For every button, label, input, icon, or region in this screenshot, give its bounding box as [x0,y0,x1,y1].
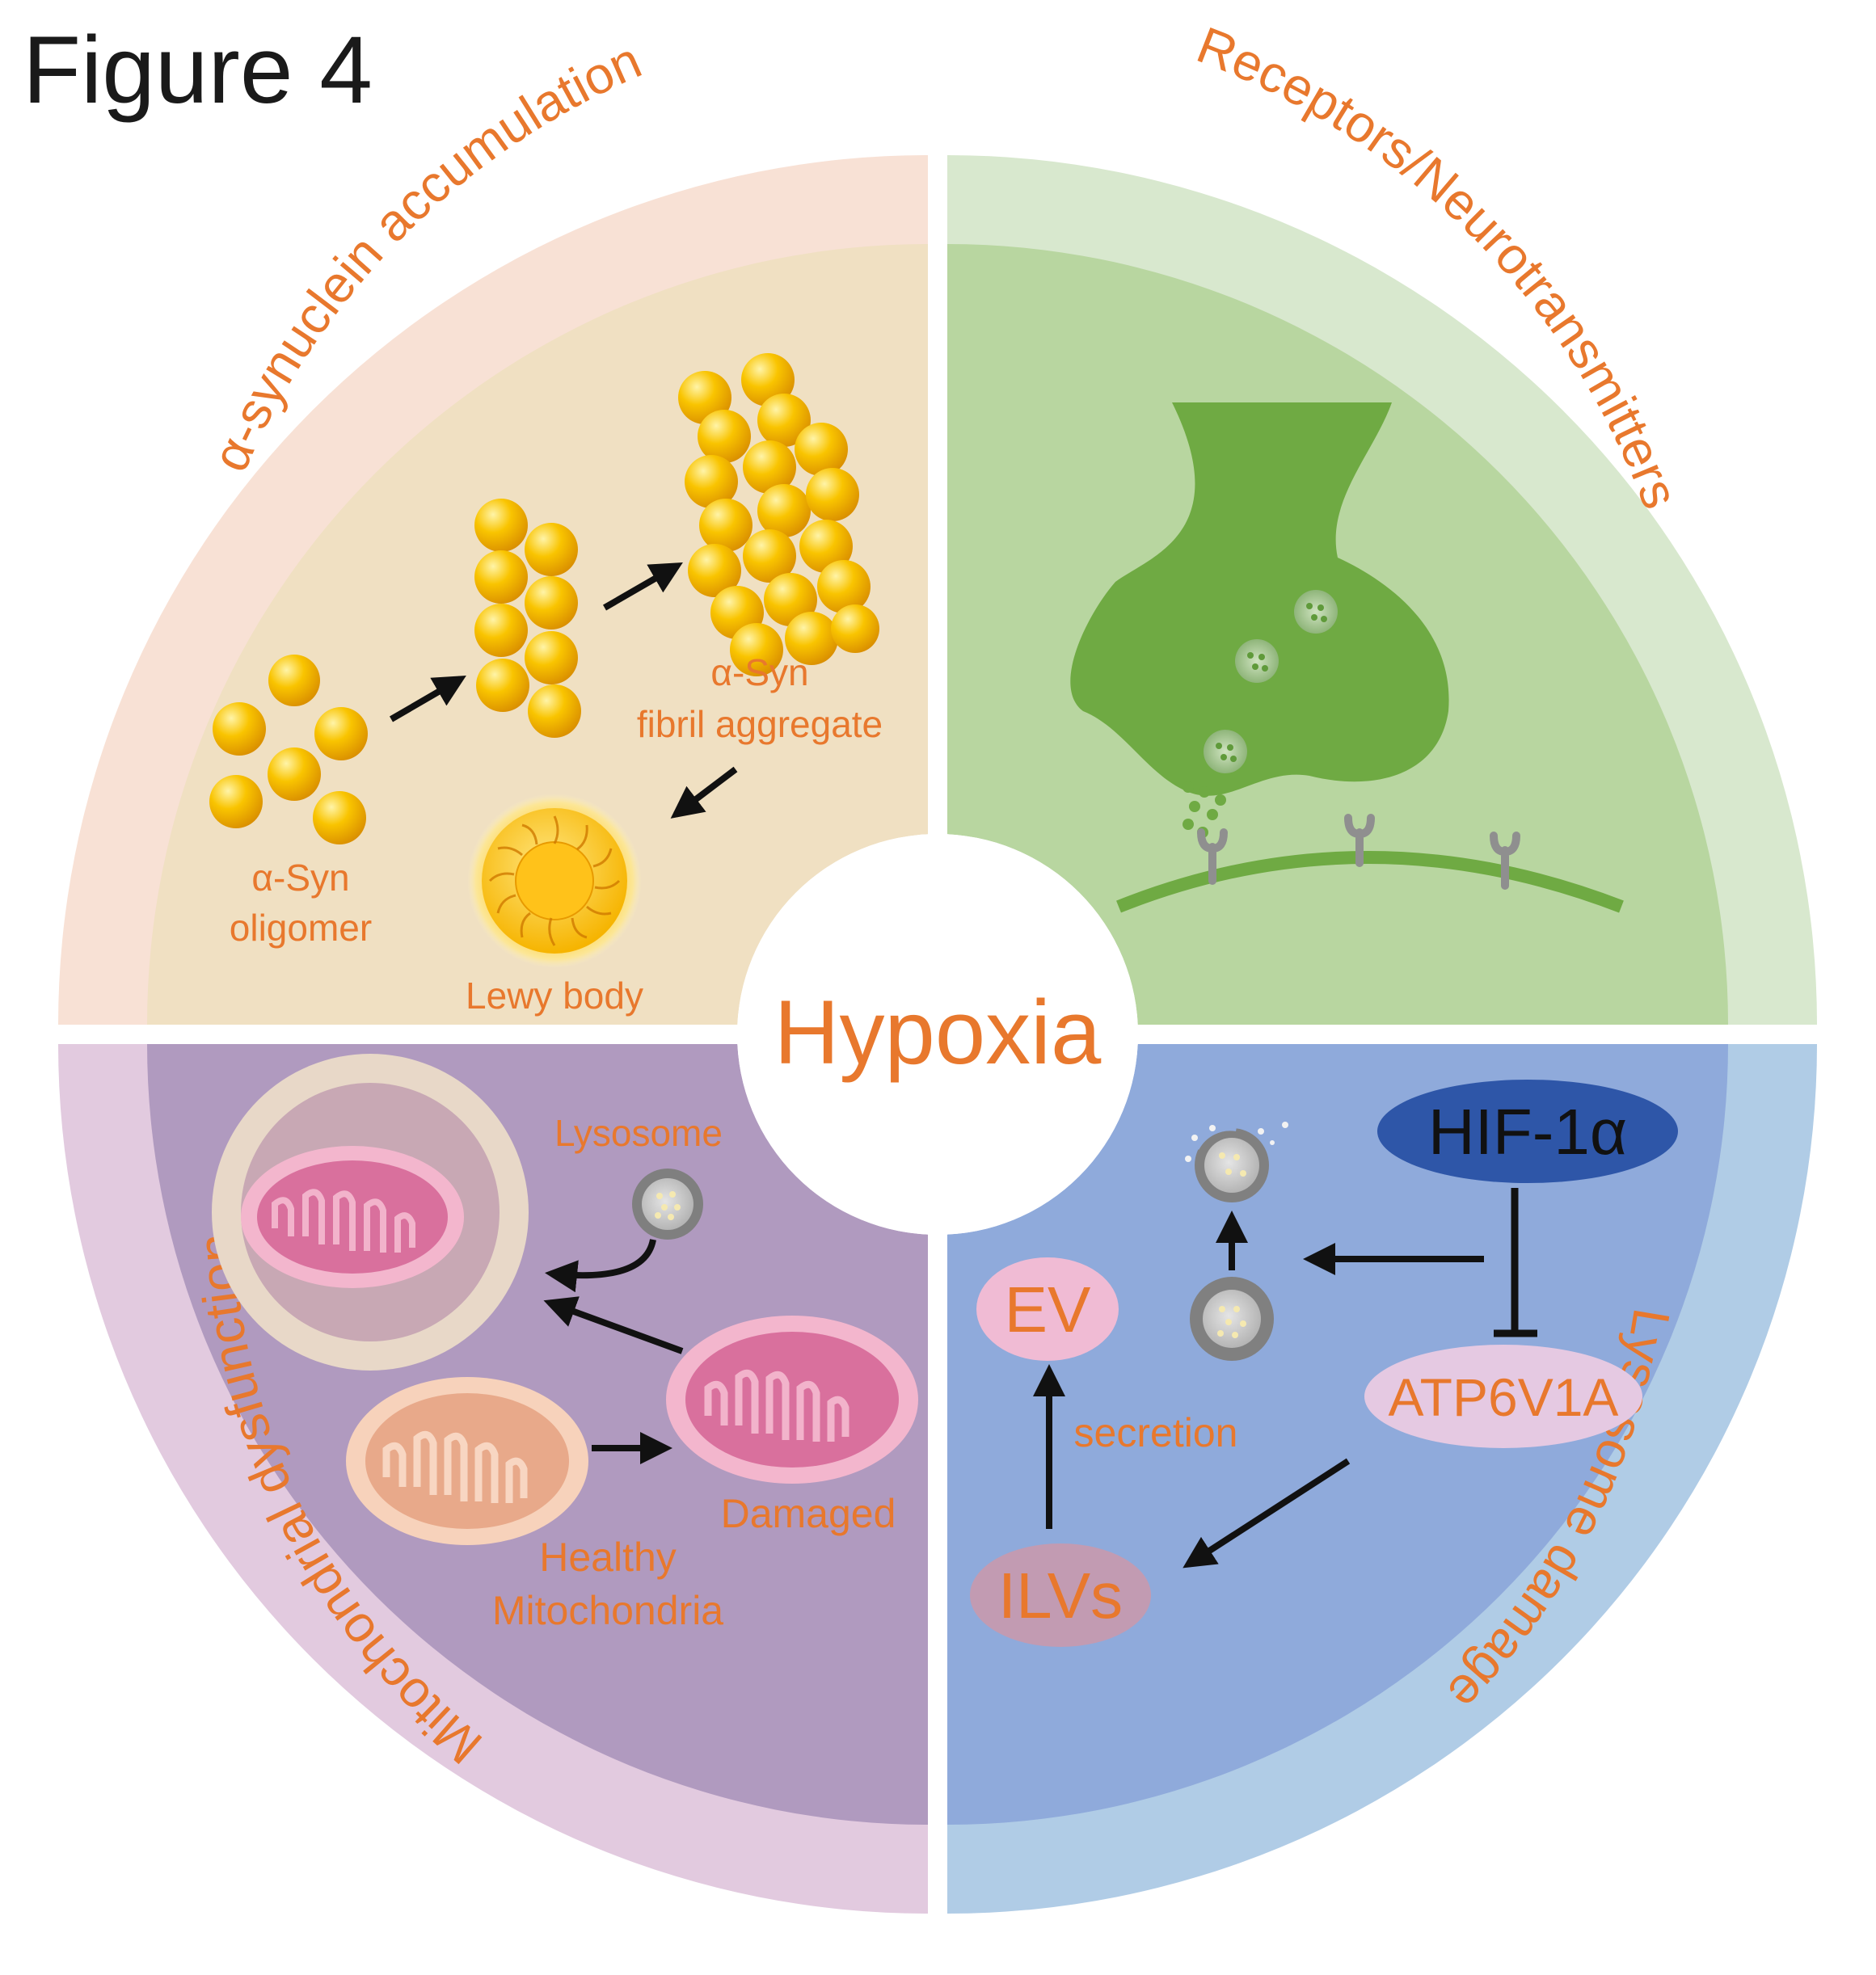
lysosome-icon [632,1169,703,1240]
lewy-body [467,794,642,968]
fibril-label-line2: fibril aggregate [637,703,883,745]
arrow-damaged-to-autophagosome [543,1296,684,1354]
lysosome-intact-icon [1190,1277,1274,1361]
damaged-label: Damaged [721,1491,896,1536]
presynaptic-terminal [1070,402,1449,796]
protofibril-chain [474,499,581,738]
center-circle-top [737,834,1138,1235]
ev-label: EV [1005,1274,1091,1345]
autophagosome [212,1054,529,1371]
hif-1a-label: HIF-1α [1428,1096,1627,1168]
ilvs-node [970,1543,1151,1647]
ev-node [976,1257,1119,1361]
arrow-fibril-to-lewy [670,766,738,819]
arrow-oligomer-to-chain [389,675,466,722]
oligomer-cluster [209,655,368,844]
damaged-lysosome-icon [1185,1121,1288,1202]
postsynaptic-membrane [1116,851,1624,913]
arrow-atp-to-ilv [1183,1458,1351,1569]
oligomer-label-line2: oligomer [230,907,372,949]
secretion-label: secretion [1074,1410,1238,1455]
arrow-lysosome-to-autophagosome [545,1239,656,1293]
atp6v1a-label: ATP6V1A [1389,1367,1619,1427]
quadrant-bottom-right-inner [947,1044,1728,1825]
healthy-label-line2: Mitochondria [492,1588,723,1633]
fibril-aggregate [678,353,879,676]
figure-title: Figure 4 [23,17,373,124]
center-hypoxia-text: Hypoxia [774,982,1102,1083]
lewy-body-label: Lewy body [466,975,643,1017]
fibril-label-line1: α-Syn [710,651,808,693]
receptors [1197,814,1520,890]
damaged-mitochondrion [666,1316,918,1484]
synaptic-vesicles [1204,590,1338,773]
ilvs-label: ILVs [998,1560,1123,1632]
arrow-chain-to-fibril [602,562,683,611]
oligomer-label-line1: α-Syn [251,857,349,899]
healthy-label-line1: Healthy [539,1535,677,1580]
atp6v1a-node [1364,1345,1642,1448]
lysosome-label: Lysosome [554,1112,723,1154]
healthy-mitochondrion [346,1377,588,1545]
hif-1a-node [1377,1080,1678,1183]
